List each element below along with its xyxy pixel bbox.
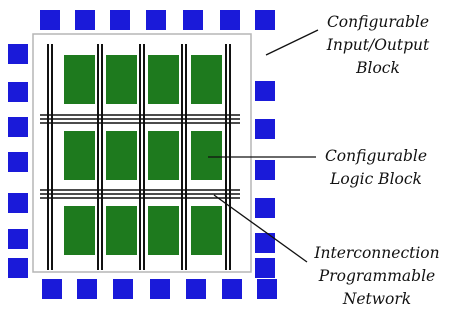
- logic-block-grid: [64, 55, 222, 255]
- io-pad-top-6: [220, 10, 240, 30]
- io-pad-bottom-2: [77, 279, 97, 299]
- logic-block-label: Configurable Logic Block: [324, 147, 428, 188]
- io-pad-bottom-1: [42, 279, 62, 299]
- logic-block-r3-c1: [64, 206, 95, 255]
- io-pad-bottom-3: [113, 279, 133, 299]
- io-pad-bottom-4: [150, 279, 170, 299]
- io-pad-right-6: [255, 258, 275, 278]
- logic-block-r3-c3: [148, 206, 179, 255]
- logic-block-r1-c1: [64, 55, 95, 104]
- io-block-pointer: [265, 29, 319, 56]
- io-pad-left-2: [8, 82, 28, 102]
- io-pad-left-1: [8, 44, 28, 64]
- io-pad-bottom-6: [222, 279, 242, 299]
- logic-block-r2-c2: [106, 131, 137, 180]
- callout-pointers: [208, 29, 319, 263]
- io-pad-right-2: [255, 119, 275, 139]
- logic-block-r2-c4: [191, 131, 222, 180]
- io-pad-right-4: [255, 198, 275, 218]
- interconnect-network: [40, 44, 240, 270]
- logic-block-r1-c3: [148, 55, 179, 104]
- io-pad-bottom-5: [186, 279, 206, 299]
- io-pad-right-1: [255, 81, 275, 101]
- io-pad-left-4: [8, 152, 28, 172]
- logic-block-r1-c4: [191, 55, 222, 104]
- logic-block-r3-c2: [106, 206, 137, 255]
- logic-block-r3-c4: [191, 206, 222, 255]
- io-pad-top-4: [146, 10, 166, 30]
- io-block-label: Configurable Input/Output Block: [326, 13, 430, 77]
- io-pad-right-3: [255, 160, 275, 180]
- io-pad-right-5: [255, 233, 275, 253]
- io-pad-top-7: [255, 10, 275, 30]
- interconnect-label: Interconnection Programmable Network: [314, 244, 440, 308]
- io-pad-left-5: [8, 193, 28, 213]
- io-pad-left-3: [8, 117, 28, 137]
- io-pad-bottom-7: [257, 279, 277, 299]
- io-pad-ring: [8, 10, 277, 299]
- interconnect-pointer: [213, 194, 308, 263]
- io-pad-top-1: [40, 10, 60, 30]
- logic-block-r2-c1: [64, 131, 95, 180]
- io-pad-top-3: [110, 10, 130, 30]
- io-pad-left-7: [8, 258, 28, 278]
- io-pad-top-5: [183, 10, 203, 30]
- logic-block-r2-c3: [148, 131, 179, 180]
- logic-block-r1-c2: [106, 55, 137, 104]
- io-pad-left-6: [8, 229, 28, 249]
- io-pad-top-2: [75, 10, 95, 30]
